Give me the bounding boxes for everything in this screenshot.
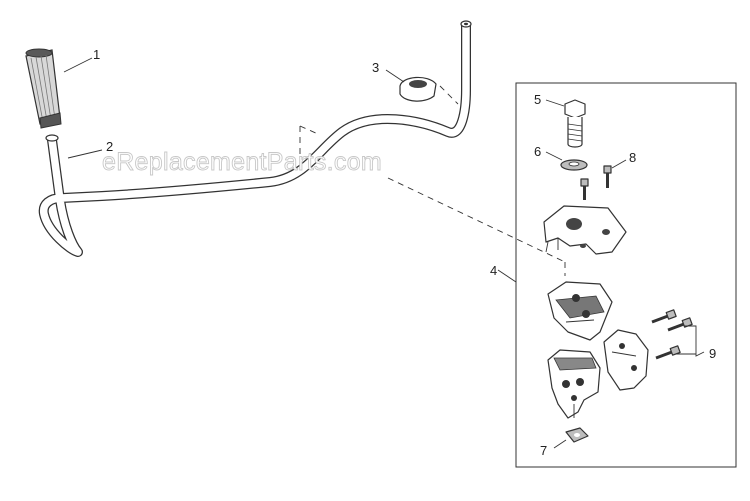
bracket-side [603,329,649,391]
callout-5: 5 [534,92,541,107]
screws-part-9 [651,309,693,360]
handle-bar-tube [38,20,472,257]
watermark: eReplacementParts.com [102,148,382,176]
callout-8: 8 [629,150,636,165]
callout-3: 3 [372,60,379,75]
bracket-middle [547,281,613,341]
bracket-top [543,205,627,255]
assembly-lines [299,85,566,276]
leader-lines [63,57,705,449]
bolt-part-5 [564,99,586,148]
washer-part-6 [560,159,588,171]
callout-7: 7 [540,443,547,458]
screw-part-8 [580,165,612,200]
handle-grip [25,48,62,129]
clip-part-3 [399,76,437,102]
bracket-lower [547,349,601,419]
callout-6: 6 [534,144,541,159]
callout-4: 4 [490,263,497,278]
detail-box [515,82,737,468]
callout-9: 9 [709,346,716,361]
callout-2: 2 [106,139,113,154]
callout-1: 1 [93,47,100,62]
nut-part-7 [565,427,589,443]
